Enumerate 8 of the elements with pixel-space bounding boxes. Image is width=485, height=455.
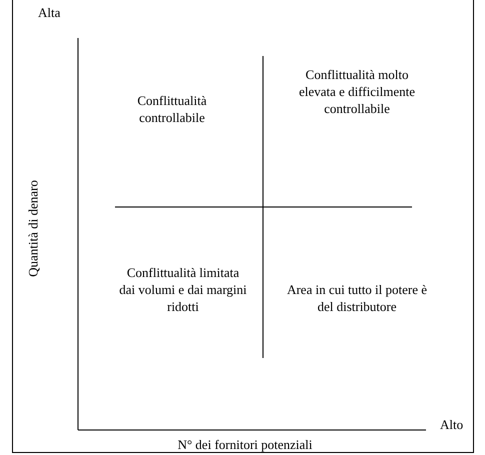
quadrant-label: N° dei fornitori potenziali	[176, 436, 314, 453]
quadrant-label: Area in cui tutto il potere è del distributore	[286, 281, 428, 315]
axis-title: Quantità di denaro	[24, 179, 42, 279]
quadrant-label: Alta	[38, 4, 60, 21]
quadrant-label: Conflittualità limitata dai volumi e dai margini ridotti	[118, 264, 248, 315]
quadrant-label: Conflittualità controllabile	[136, 92, 208, 126]
quadrant-label: Alto	[440, 416, 464, 433]
quadrant-label: Conflittualità molto elevata e difficilmente controllabile	[298, 66, 416, 117]
